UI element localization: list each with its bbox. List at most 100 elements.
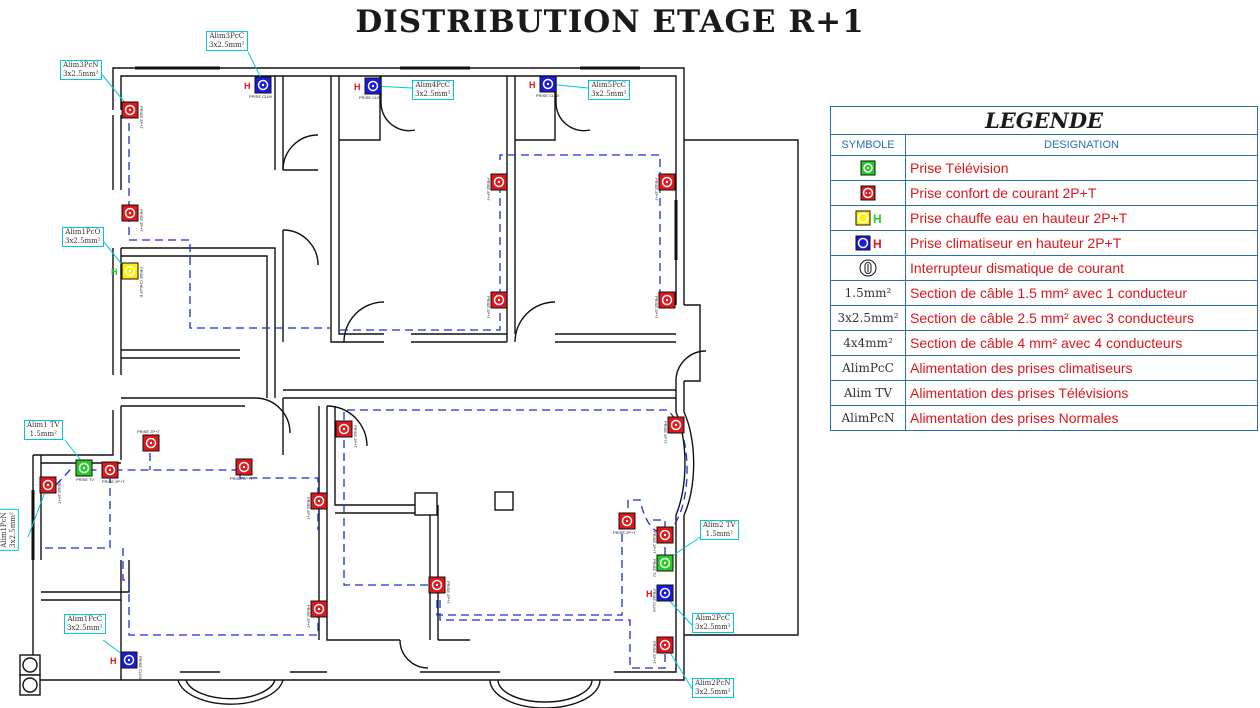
legend-symbol: AlimPcN [830,405,906,431]
socket-label: PRISE CLIM [536,93,559,98]
breaker-switch-icon [859,259,877,277]
legend-col-symbol: SYMBOLE [830,134,906,156]
tag-alim3pcc-section: 3x2.5mm² [209,41,245,49]
socket-label: PRISE 2P+T [613,530,636,535]
tag-alim2pcn: Alim2PcN 3x2.5mm² [692,678,734,698]
comfort-socket-icon: PRISE 2P+T [306,492,328,520]
legend-designation: Prise Télévision [905,155,1258,181]
legend-symbol-cell: H [830,205,906,231]
height-marker-icon: H [529,80,536,90]
height-marker-icon: H [244,81,251,91]
legend-designation: Alimentation des prises Télévisions [905,380,1258,406]
tag-alim2tv: Alim2 TV 1.5mm² [700,520,739,540]
comfort-socket-icon: PRISE 2P+T [335,420,358,448]
legend-symbol-cell [830,255,906,281]
tag-alim1pcn-section: 3x2.5mm² [8,512,17,548]
legend-designation: Prise confort de courant 2P+T [905,180,1258,206]
comfort-socket-icon: PRISE 2P+T [39,476,62,504]
legend-row: 3x2.5mm² Section de câble 2.5 mm² avec 3… [830,305,1258,331]
legend-designation: Alimentation des prises Normales [905,405,1258,431]
tag-alim2tv-section: 1.5mm² [705,530,733,538]
comfort-socket-icon: PRISE 2P+T [486,291,508,319]
socket-label: PRISE 2P+T [57,481,62,504]
socket-label: PRISE 2P+T [652,641,657,664]
tag-alim2pcc-name: Alim2PcC [695,614,731,622]
tag-alim1tv-section: 1.5mm² [29,430,57,438]
tag-alim4pcc-name: Alim4PcC [415,81,451,89]
legend-designation: Alimentation des prises climatiseurs [905,355,1258,381]
tag-alim2pcc: Alim2PcC 3x2.5mm² [692,613,734,633]
legend-designation: Section de câble 2.5 mm² avec 3 conducte… [905,305,1258,331]
legend-symbol-cell [830,155,906,181]
legend-symbol: 4x4mm² [830,330,906,356]
legend-row: Prise confort de courant 2P+T [830,180,1258,206]
legend-col-designation: DESIGNATION [905,134,1258,156]
comfort-socket-icon: PRISE 2P+T [121,204,144,232]
socket-label: PRISE 2P+T [137,429,160,434]
height-marker-icon: H [354,82,361,92]
comfort-socket-icon: PRISE 2P+T [663,416,685,444]
ac-socket-icon: H PRISE CLIM [110,651,143,679]
socket-label: PRISE 2P+T [654,178,659,201]
height-marker-icon: H [111,267,118,277]
tag-alim4pcc: Alim4PcC 3x2.5mm² [412,80,454,100]
socket-label: PRISE 2P+T [663,421,668,444]
tag-alim3pcn-section: 3x2.5mm² [63,70,99,78]
legend-row: Alim TV Alimentation des prises Télévisi… [830,380,1258,406]
legend-row: 1.5mm² Section de câble 1.5 mm² avec 1 c… [830,280,1258,306]
tag-alim1pcc-section: 3x2.5mm² [67,624,103,632]
tv-socket-icon: PRISE TV [75,459,94,482]
legend-row: AlimPcC Alimentation des prises climatis… [830,355,1258,381]
socket-label: PRISE 2P+T [486,178,491,201]
legend-symbol: AlimPcC [830,355,906,381]
drawing-title: DISTRIBUTION ETAGE R+1 [355,4,865,40]
legend-designation: Section de câble 1.5 mm² avec 1 conducte… [905,280,1258,306]
tag-alim1pco: Alim1PcO 3x2.5mm² [62,227,104,247]
socket-label: PRISE 2P+T [652,531,657,554]
svg-text:H: H [873,212,881,226]
socket-label: PRISE CLIM [652,589,657,612]
socket-label: PRISE 2P+T [486,296,491,319]
socket-label: PRISE CLIM [359,95,382,100]
height-marker-icon: H [646,589,653,599]
socket-label: PRISE 2P+T [139,209,144,232]
circuit-lines [41,110,688,669]
legend-symbol-cell: H [830,230,906,256]
comfort-socket-icon: PRISE 2P+T [428,576,451,604]
ac-socket-icon: H [855,235,881,251]
socket-label: PRISE 2P+T [306,605,311,628]
socket-label: PRISE 2P+T [102,479,125,484]
tag-alim2pcn-name: Alim2PcN [695,679,731,687]
legend-symbol: 3x2.5mm² [830,305,906,331]
svg-text:H: H [873,237,881,251]
legend-designation: Prise chauffe eau en hauteur 2P+T [905,205,1258,231]
legend-title: LEGENDE [830,106,1258,135]
legend-row: H Prise climatiseur en hauteur 2P+T [830,230,1258,256]
height-marker-icon: H [110,656,117,666]
socket-label: PRISE 2P+T [139,106,144,129]
legend-symbol: Alim TV [830,380,906,406]
tag-alim2pcc-section: 3x2.5mm² [695,623,731,631]
tag-alim5pcc: Alim5PcC 3x2.5mm² [588,80,630,100]
comfort-socket-icon: PRISE 2P+T [652,636,674,664]
legend-row: AlimPcN Alimentation des prises Normales [830,405,1258,431]
legend-table: LEGENDE SYMBOLE DESIGNATION Prise Télévi… [830,106,1258,431]
tag-alim1pcc: Alim1PcC 3x2.5mm² [64,614,106,634]
legend-symbol: 1.5mm² [830,280,906,306]
comfort-socket-icon: PRISE 2P+T [613,512,636,535]
legend-row: H Prise chauffe eau en hauteur 2P+T [830,205,1258,231]
socket-label: PRISE CLIM [138,656,143,679]
tv-socket-icon: PRISE TV [652,554,674,577]
comfort-socket-icon: PRISE 2P+T [137,429,160,452]
tag-alim3pcn-name: Alim3PcN [63,61,99,69]
comfort-socket-icon: PRISE 2P+T [654,291,676,319]
comfort-socket-icon: PRISE 2P+T [121,101,144,129]
tag-alim3pcn: Alim3PcN 3x2.5mm² [60,60,102,80]
